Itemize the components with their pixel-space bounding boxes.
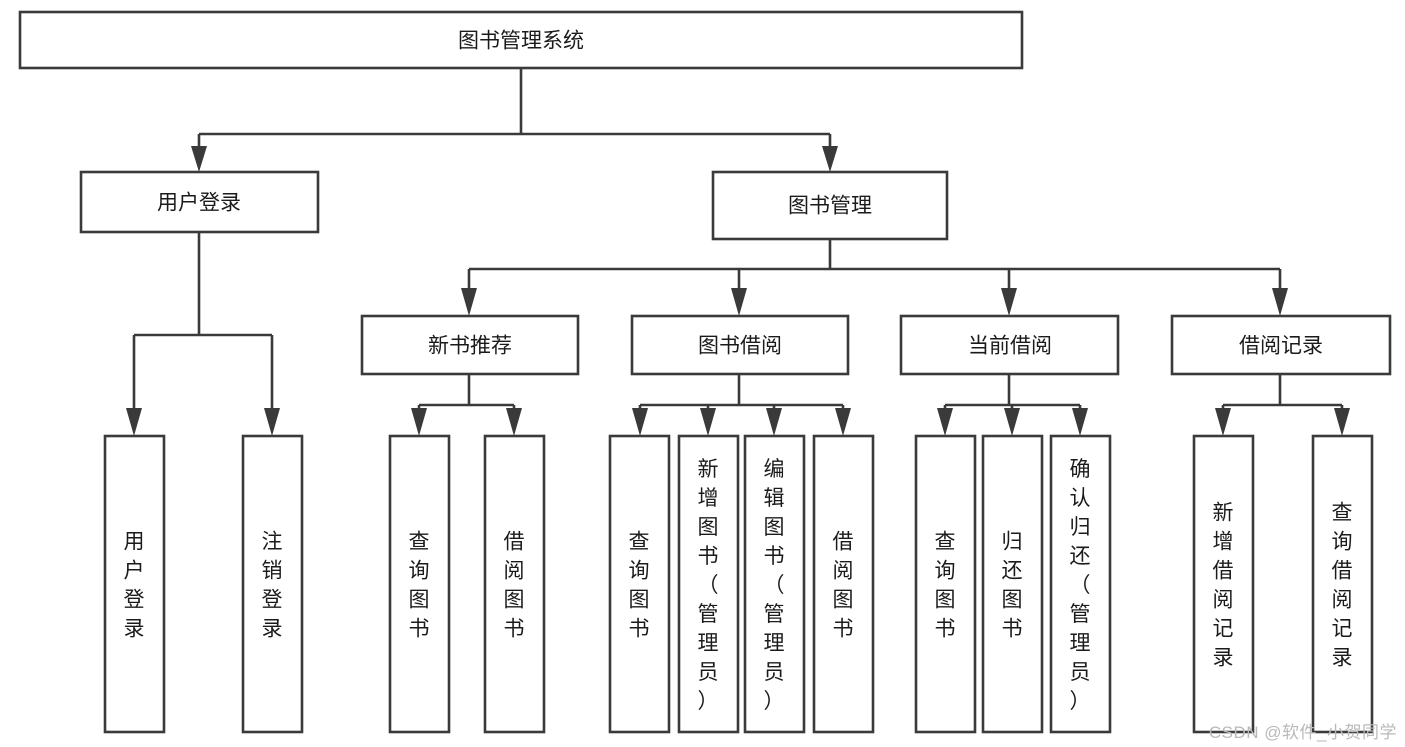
leaf-borrow-book-1-label: 借阅图书 [504, 531, 525, 641]
connector-layer [126, 68, 1350, 436]
leaf-user-login[interactable]: 用户登录 [103, 434, 166, 734]
arrow-to-leaf-query-book-2 [632, 408, 648, 436]
leaf-query-record[interactable]: 查询借阅记录 [1311, 434, 1374, 734]
leaf-user-login-box[interactable] [103, 434, 166, 734]
leaf-query-book-1-box[interactable] [388, 434, 451, 734]
leaf-query-book-3-label: 查询图书 [935, 531, 956, 641]
node-book-manage-box[interactable] [711, 170, 949, 241]
node-current-borrow-label: 当前借阅 [968, 335, 1052, 358]
arrow-to-book-borrow [731, 288, 747, 316]
arrow-to-leaf-confirm-return [1072, 408, 1088, 436]
leaf-add-book-box[interactable] [677, 434, 740, 734]
node-book-manage[interactable]: 图书管理 [711, 170, 949, 241]
arrow-to-leaf-add-book [700, 408, 716, 436]
arrow-to-leaf-logout [264, 408, 280, 436]
node-current-borrow-box[interactable] [899, 314, 1120, 376]
leaf-return-book-label: 归还图书 [1002, 531, 1023, 641]
leaf-return-book-box[interactable] [981, 434, 1044, 734]
node-new-book-recommend[interactable]: 新书推荐 [360, 314, 580, 376]
arrow-to-current-borrow [1001, 288, 1017, 316]
leaf-logout[interactable]: 注销登录 [241, 434, 304, 734]
leaf-query-book-3-box[interactable] [914, 434, 977, 734]
leaf-add-book[interactable]: 新增图书（管理员） [677, 434, 740, 734]
leaf-confirm-return-box[interactable] [1049, 434, 1112, 734]
leaf-edit-book[interactable]: 编辑图书（管理员） [743, 434, 806, 734]
node-root-label: 图书管理系统 [458, 30, 584, 53]
node-book-borrow-label: 图书借阅 [698, 335, 782, 358]
leaf-borrow-book-1-box[interactable] [483, 434, 546, 734]
node-root-box[interactable] [18, 10, 1024, 70]
arrow-to-leaf-user-login [126, 408, 142, 436]
leaf-query-book-1-label: 查询图书 [409, 531, 430, 641]
leaf-query-book-3[interactable]: 查询图书 [914, 434, 977, 734]
node-borrow-record[interactable]: 借阅记录 [1170, 314, 1392, 376]
leaf-query-book-2-label: 查询图书 [629, 531, 650, 641]
node-book-borrow[interactable]: 图书借阅 [630, 314, 850, 376]
leaf-add-book-label: 新增图书（管理员） [698, 458, 719, 713]
leaf-add-record-box[interactable] [1192, 434, 1255, 734]
node-borrow-record-label: 借阅记录 [1239, 335, 1323, 358]
node-root[interactable]: 图书管理系统 [18, 10, 1024, 70]
arrow-to-new-book-recommend [461, 288, 477, 316]
leaf-edit-book-label: 编辑图书（管理员） [764, 458, 785, 713]
csdn-watermark: CSDN @软件_小贺同学 [1208, 723, 1397, 742]
leaf-query-record-label: 查询借阅记录 [1332, 502, 1353, 670]
leaf-add-record[interactable]: 新增借阅记录 [1192, 434, 1255, 734]
node-new-book-recommend-label: 新书推荐 [428, 335, 512, 358]
leaf-user-login-label: 用户登录 [124, 531, 145, 641]
leaf-confirm-return[interactable]: 确认归还（管理员） [1049, 434, 1112, 734]
arrow-root-to-book-manage [822, 146, 838, 172]
arrow-to-leaf-borrow-book-2 [835, 408, 851, 436]
node-user-login-label: 用户登录 [157, 192, 241, 215]
arrow-to-leaf-edit-book [766, 408, 782, 436]
node-user-login-box[interactable] [79, 170, 320, 234]
arrow-root-to-user-login [191, 146, 207, 172]
node-book-manage-label: 图书管理 [788, 195, 872, 218]
arrow-to-leaf-query-book-1 [411, 408, 427, 436]
arrow-to-leaf-return-book [1004, 408, 1020, 436]
leaf-query-book-2-box[interactable] [608, 434, 671, 734]
arrow-to-borrow-record [1272, 288, 1288, 316]
node-current-borrow[interactable]: 当前借阅 [899, 314, 1120, 376]
arrow-to-leaf-add-record [1215, 408, 1231, 436]
arrow-to-leaf-query-record [1334, 408, 1350, 436]
node-user-login[interactable]: 用户登录 [79, 170, 320, 234]
leaf-return-book[interactable]: 归还图书 [981, 434, 1044, 734]
node-book-borrow-box[interactable] [630, 314, 850, 376]
node-borrow-record-box[interactable] [1170, 314, 1392, 376]
leaf-add-record-label: 新增借阅记录 [1213, 502, 1234, 670]
leaf-borrow-book-2-label: 借阅图书 [833, 531, 854, 641]
leaf-logout-label: 注销登录 [262, 531, 283, 641]
leaf-borrow-book-2-box[interactable] [812, 434, 875, 734]
leaf-query-book-1[interactable]: 查询图书 [388, 434, 451, 734]
node-new-book-recommend-box[interactable] [360, 314, 580, 376]
leaf-logout-box[interactable] [241, 434, 304, 734]
arrow-to-leaf-query-book-3 [937, 408, 953, 436]
arrow-to-leaf-borrow-book-1 [506, 408, 522, 436]
leaf-query-book-2[interactable]: 查询图书 [608, 434, 671, 734]
leaf-confirm-return-label: 确认归还（管理员） [1070, 458, 1091, 713]
leaf-edit-book-box[interactable] [743, 434, 806, 734]
leaf-borrow-book-2[interactable]: 借阅图书 [812, 434, 875, 734]
leaf-borrow-book-1[interactable]: 借阅图书 [483, 434, 546, 734]
leaf-query-record-box[interactable] [1311, 434, 1374, 734]
